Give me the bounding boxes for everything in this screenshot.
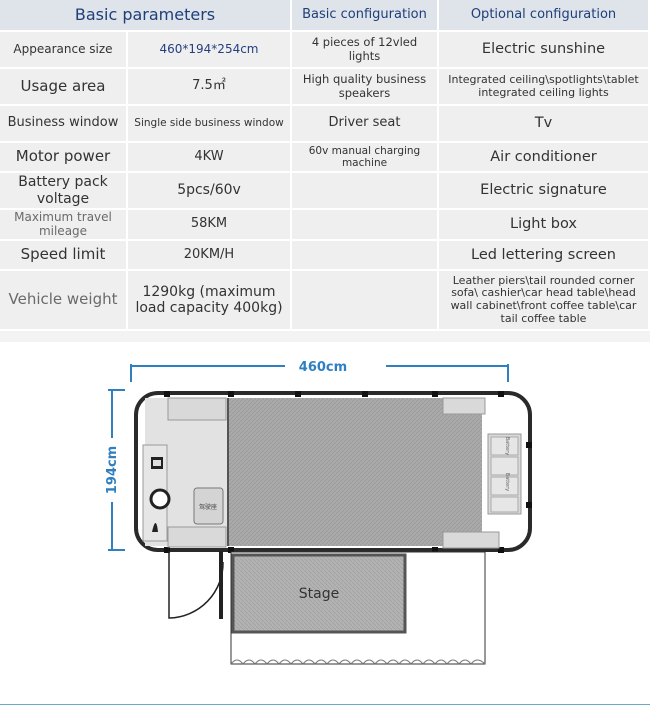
row-label-battery-pack-voltage: Battery pack voltage	[0, 173, 128, 210]
stage-label: Stage	[299, 586, 339, 602]
row-basic-7	[292, 271, 439, 331]
row-basic-5	[292, 210, 439, 241]
row-optional-0: Electric sunshine	[439, 32, 650, 69]
front-cabinet	[167, 526, 227, 548]
row-basic-0: 4 pieces of 12vled lights	[292, 32, 439, 69]
length-label: 460cm	[299, 360, 347, 375]
row-value-appearance-size: 460*194*254cm	[128, 32, 292, 69]
row-value-business-window: Single side business window	[128, 106, 292, 143]
stage	[231, 553, 407, 634]
driver-seat	[193, 487, 224, 525]
row-optional-4: Electric signature	[439, 173, 650, 210]
row-label-max-travel-mileage: Maximum travel mileage	[0, 210, 128, 241]
window-markers	[164, 391, 532, 553]
width-label: 194cm	[105, 446, 120, 494]
length-dimension: 460cm	[130, 360, 509, 382]
floor-area	[227, 398, 482, 546]
row-label-speed-limit: Speed limit	[0, 241, 128, 271]
awning-scallop	[230, 659, 486, 665]
steering-wheel-icon	[149, 488, 171, 510]
battery-label-2: Battery	[504, 473, 510, 492]
row-value-motor-power: 4KW	[128, 143, 292, 173]
row-value-usage-area: 7.5㎡	[128, 69, 292, 106]
header-basic-configuration: Basic configuration	[292, 0, 439, 32]
floor-plan: 460cm 194cm	[0, 342, 650, 709]
row-value-max-travel-mileage: 58KM	[128, 210, 292, 241]
row-basic-6	[292, 241, 439, 271]
row-optional-7: Leather piers\tail rounded corner sofa\ …	[439, 271, 650, 331]
row-value-battery-pack-voltage: 5pcs/60v	[128, 173, 292, 210]
bottom-edge-line	[0, 704, 650, 705]
battery-label-1: Battery	[504, 437, 510, 456]
row-basic-1: High quality business speakers	[292, 69, 439, 106]
tail-table-bottom	[442, 531, 500, 549]
spec-table: Basic parameters Basic configuration Opt…	[0, 0, 650, 342]
row-basic-3: 60v manual charging machine	[292, 143, 439, 173]
tail-table-top	[442, 397, 486, 415]
row-optional-1: Integrated ceiling\spotlights\tablet int…	[439, 69, 650, 106]
row-basic-2: Driver seat	[292, 106, 439, 143]
head-wall-cabinet	[167, 397, 227, 421]
row-label-motor-power: Motor power	[0, 143, 128, 173]
row-label-usage-area: Usage area	[0, 69, 128, 106]
floor-plan-drawing: 460cm 194cm	[105, 360, 532, 665]
door-swing	[168, 551, 224, 619]
row-optional-2: Tv	[439, 106, 650, 143]
row-value-speed-limit: 20KM/H	[128, 241, 292, 271]
header-basic-parameters: Basic parameters	[0, 0, 292, 32]
row-basic-4	[292, 173, 439, 210]
row-label-appearance-size: Appearance size	[0, 32, 128, 69]
row-optional-6: Led lettering screen	[439, 241, 650, 271]
row-optional-3: Air conditioner	[439, 143, 650, 173]
row-optional-5: Light box	[439, 210, 650, 241]
row-label-vehicle-weight: Vehicle weight	[0, 271, 128, 331]
header-optional-configuration: Optional configuration	[439, 0, 650, 32]
row-label-business-window: Business window	[0, 106, 128, 143]
row-value-vehicle-weight: 1290kg (maximum load capacity 400kg)	[128, 271, 292, 331]
width-dimension: 194cm	[105, 389, 125, 551]
driver-seat-label: 驾驶座	[199, 503, 217, 511]
